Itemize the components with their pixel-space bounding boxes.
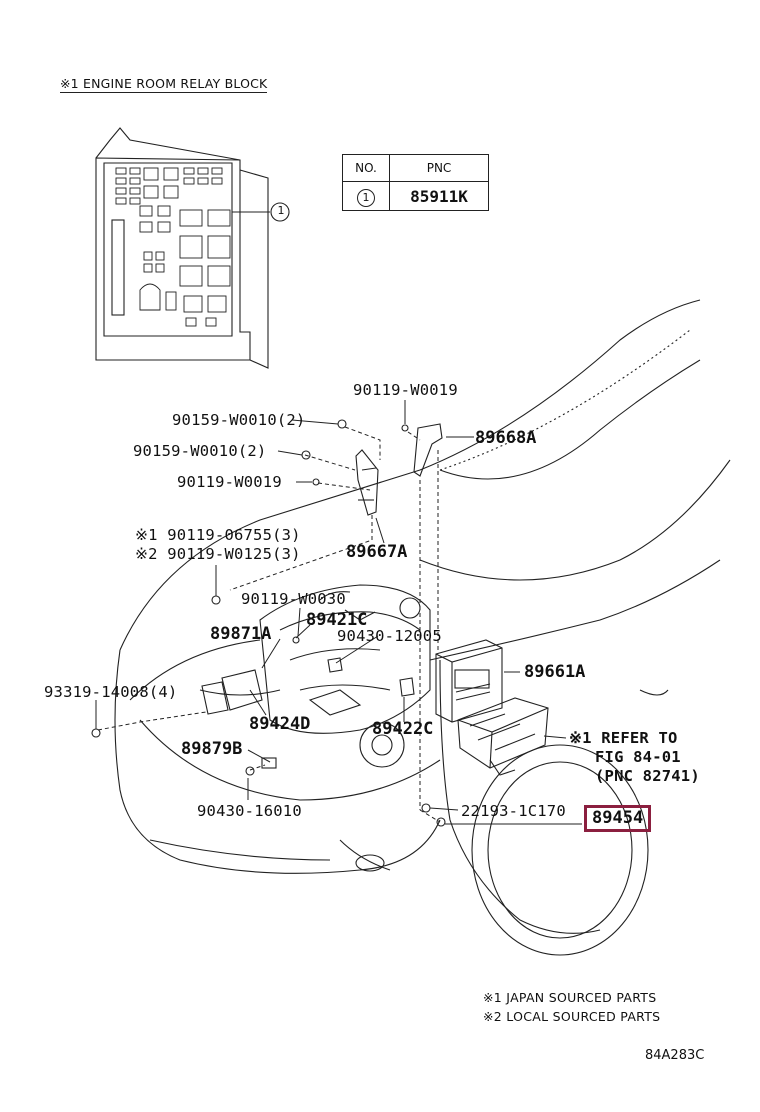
refer-note-line2[interactable]: FIG 84-01 [595, 748, 681, 766]
legend-local-sourced: ※2 LOCAL SOURCED PARTS [483, 1009, 661, 1024]
pnc-table-row-pnc: 85911K [389, 181, 489, 211]
part-93319-14008[interactable]: 93319-14008(4) [44, 683, 178, 701]
callout-number-1: 1 [277, 204, 285, 217]
part-90119-w0019-top[interactable]: 90119-W0019 [353, 381, 458, 399]
refer-note-line3: (PNC 82741) [595, 767, 700, 785]
pnc-table-header-no: NO. [342, 154, 390, 182]
part-22193-1c170[interactable]: 22193-1C170 [461, 802, 566, 820]
relay-box-drawing [457, 697, 549, 776]
part-89424d[interactable]: 89424D [249, 714, 311, 734]
part-89454-highlighted[interactable]: 89454 [584, 805, 652, 832]
part-90119-w0019-mid[interactable]: 90119-W0019 [177, 473, 282, 491]
bracket-drawing [355, 423, 443, 516]
pnc-table-row-no: 1 [342, 181, 390, 211]
part-89661a[interactable]: 89661A [524, 662, 586, 682]
sensor-drawings [91, 419, 446, 827]
part-89879b[interactable]: 89879B [181, 739, 243, 759]
leader-lines [95, 400, 582, 825]
part-89667a[interactable]: 89667A [346, 542, 408, 562]
car-body-outline [114, 299, 731, 956]
part-89422c[interactable]: 89422C [372, 719, 434, 739]
part-90159-w0010-1[interactable]: 90159-W0010(2) [172, 411, 306, 429]
part-90159-w0010-2[interactable]: 90159-W0010(2) [133, 442, 267, 460]
part-89421c[interactable]: 89421C [306, 610, 368, 630]
part-90430-16010[interactable]: 90430-16010 [197, 802, 302, 820]
part-90119-w0030[interactable]: 90119-W0030 [241, 590, 346, 608]
pnc-table-header-pnc: PNC [389, 154, 489, 182]
ecu-drawing [435, 639, 503, 723]
part-89668a[interactable]: 89668A [475, 428, 537, 448]
relay-block-title: ※1 ENGINE ROOM RELAY BLOCK [60, 76, 268, 93]
engine-drawing [259, 584, 431, 768]
relay-block-drawing [95, 127, 290, 369]
refer-note-line1: ※1 REFER TO [569, 729, 678, 747]
figure-code: 84A283C [645, 1048, 705, 1063]
legend-japan-sourced: ※1 JAPAN SOURCED PARTS [483, 990, 657, 1005]
part-90119-w0125[interactable]: ※2 90119-W0125(3) [135, 545, 301, 563]
pnc-table: NO. PNC 1 85911K [342, 154, 489, 211]
part-90430-12005[interactable]: 90430-12005 [337, 627, 442, 645]
part-90119-06755[interactable]: ※1 90119-06755(3) [135, 526, 301, 544]
part-89871a[interactable]: 89871A [210, 624, 272, 644]
